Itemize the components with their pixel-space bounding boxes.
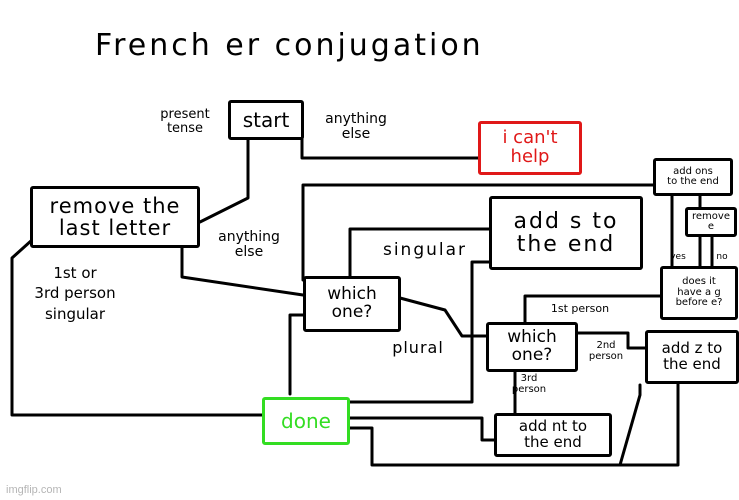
diagram-title: French er conjugation bbox=[95, 28, 484, 63]
label-singular: singular bbox=[382, 240, 468, 260]
label-present-tense: present tense bbox=[160, 107, 210, 136]
connector-remove-which1 bbox=[180, 244, 305, 297]
label-third-person: 3rd person bbox=[511, 373, 547, 395]
connector-start-help bbox=[300, 136, 480, 160]
connector-which2-addz bbox=[576, 331, 647, 350]
connector-outer-top bbox=[301, 183, 660, 202]
node-remove-last-letter: remove the last letter bbox=[30, 186, 200, 248]
label-first-person: 1st person bbox=[550, 302, 610, 315]
node-help: i can't help bbox=[478, 121, 582, 175]
node-done: done bbox=[262, 397, 350, 445]
node-which-one-1: which one? bbox=[303, 276, 401, 332]
node-add-z: add z to the end bbox=[645, 330, 739, 384]
connector-adds-done bbox=[348, 260, 492, 404]
connector-which1-adds bbox=[348, 227, 492, 281]
node-does-it: does it have a g before e? bbox=[660, 266, 738, 320]
node-which-one-2: which one? bbox=[486, 322, 578, 372]
connector-addnt-done bbox=[348, 416, 496, 442]
label-no: no bbox=[716, 252, 728, 262]
connector-which1-done bbox=[288, 313, 305, 396]
connector-bottom-line bbox=[618, 383, 642, 467]
label-yes: yes bbox=[670, 252, 686, 262]
node-add-nt: add nt to the end bbox=[494, 413, 612, 457]
connector-start-remove bbox=[198, 136, 250, 224]
connector-addz-done bbox=[346, 381, 680, 467]
connector-which1-which2 bbox=[398, 296, 488, 338]
connector-remove-done bbox=[10, 238, 265, 417]
watermark: imgflip.com bbox=[6, 484, 62, 496]
node-add-ons: add ons to the end bbox=[653, 158, 733, 196]
label-plural: plural bbox=[392, 338, 444, 357]
label-anything-else-2: anything else bbox=[218, 229, 280, 260]
label-anything-else-1: anything else bbox=[325, 111, 387, 142]
node-add-s: add s to the end bbox=[489, 196, 643, 270]
connector-which2-doesit bbox=[523, 294, 662, 325]
node-remove-e: remove e bbox=[685, 207, 737, 237]
label-second-person: 2nd person bbox=[588, 340, 624, 362]
node-start: start bbox=[228, 100, 304, 140]
label-first-third-person-singular: 1st or 3rd person singular bbox=[34, 264, 116, 323]
